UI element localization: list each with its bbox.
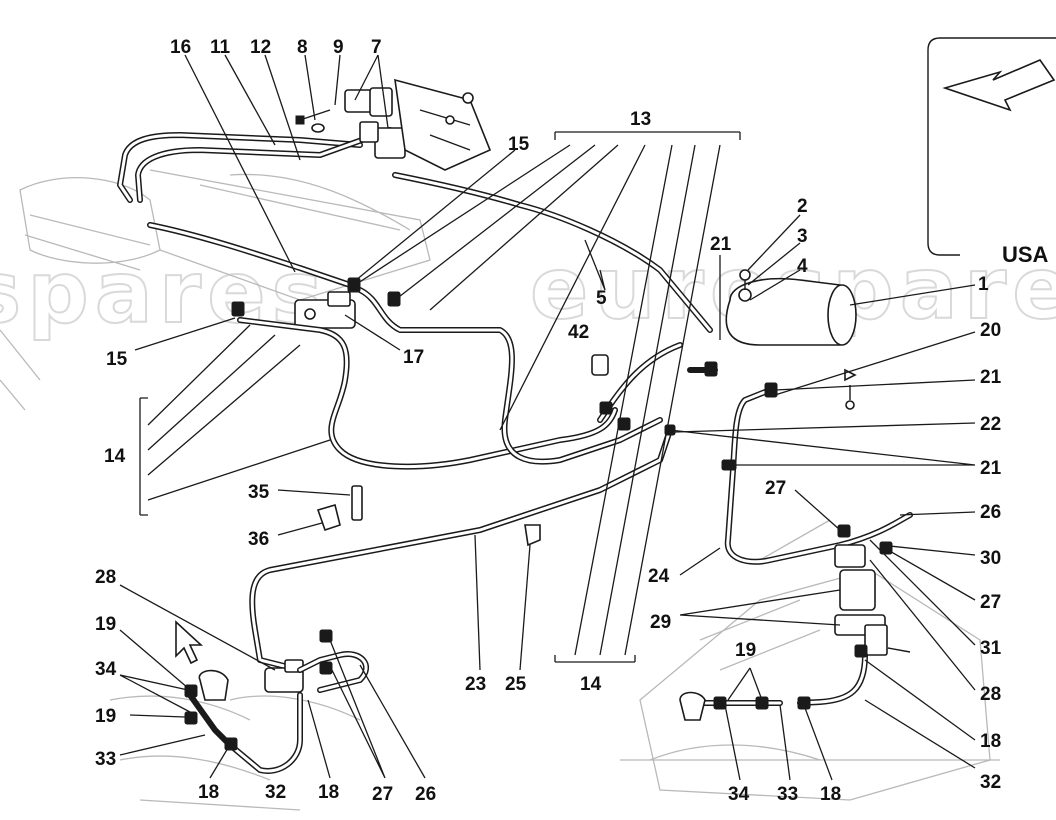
vapor-canister bbox=[725, 269, 857, 410]
callout-21-top: 21 bbox=[710, 234, 732, 255]
usa-inset: USA bbox=[927, 37, 1056, 267]
callout-12: 12 bbox=[250, 37, 271, 58]
purge-valve-block bbox=[294, 291, 356, 329]
callout-23: 23 bbox=[465, 674, 486, 695]
callout-24: 24 bbox=[648, 566, 670, 587]
callout-15-left: 15 bbox=[106, 349, 128, 370]
callout-18-right-mid: 18 bbox=[980, 731, 1001, 752]
callout-3: 3 bbox=[797, 226, 808, 247]
direction-arrow-icon bbox=[942, 59, 1056, 112]
usa-label: USA bbox=[1002, 242, 1049, 267]
callout-32-left: 32 bbox=[265, 782, 286, 803]
engine-outline bbox=[0, 169, 431, 411]
upper-pipe-bundle bbox=[117, 127, 713, 333]
callout-11: 11 bbox=[210, 37, 231, 58]
callout-13: 13 bbox=[630, 109, 651, 130]
callout-34-right: 34 bbox=[728, 784, 750, 805]
routing-hoses bbox=[237, 287, 683, 673]
callout-21-mid: 21 bbox=[980, 367, 1002, 388]
callout-labels: 16 11 12 8 9 7 13 15 2 3 4 1 21 5 42 20 … bbox=[95, 37, 1002, 805]
callout-17: 17 bbox=[403, 347, 424, 368]
callout-20: 20 bbox=[980, 320, 1001, 341]
callout-1: 1 bbox=[978, 274, 989, 295]
callout-14-bottom: 14 bbox=[580, 674, 602, 695]
gearbox-outline bbox=[620, 519, 1000, 801]
callout-4: 4 bbox=[797, 256, 808, 277]
callout-19-left-mid: 19 bbox=[95, 706, 116, 727]
callout-22: 22 bbox=[980, 414, 1001, 435]
callout-18-right-bottom: 18 bbox=[820, 784, 841, 805]
callout-27-bottom: 27 bbox=[372, 784, 393, 805]
callout-21-low: 21 bbox=[980, 458, 1002, 479]
callout-36: 36 bbox=[248, 529, 269, 550]
callout-15-top: 15 bbox=[508, 134, 530, 155]
callout-14-left: 14 bbox=[104, 446, 126, 467]
leader-lines bbox=[119, 54, 976, 781]
callout-2: 2 bbox=[797, 196, 808, 217]
callout-8: 8 bbox=[297, 37, 308, 58]
callout-19-left-top: 19 bbox=[95, 614, 116, 635]
callout-35: 35 bbox=[248, 482, 270, 503]
callout-30: 30 bbox=[980, 548, 1001, 569]
exhaust-outline bbox=[109, 695, 361, 811]
callout-26-bottom: 26 bbox=[415, 784, 436, 805]
callout-28-right: 28 bbox=[980, 684, 1001, 705]
callout-28-left: 28 bbox=[95, 567, 116, 588]
callout-33-left: 33 bbox=[95, 749, 116, 770]
callout-31: 31 bbox=[980, 638, 1002, 659]
callout-33-right: 33 bbox=[777, 784, 798, 805]
callout-18-left-a: 18 bbox=[318, 782, 339, 803]
callout-9: 9 bbox=[333, 37, 344, 58]
callout-25: 25 bbox=[505, 674, 527, 695]
callout-27-top: 27 bbox=[765, 478, 786, 499]
callout-5: 5 bbox=[596, 288, 607, 309]
callout-29: 29 bbox=[650, 612, 671, 633]
small-fittings bbox=[184, 277, 893, 751]
callout-42: 42 bbox=[568, 322, 589, 343]
solenoid-valve-group bbox=[295, 78, 492, 171]
callout-26-right: 26 bbox=[980, 502, 1001, 523]
callout-34-left: 34 bbox=[95, 659, 117, 680]
callout-18-left-b: 18 bbox=[198, 782, 219, 803]
callout-16: 16 bbox=[170, 37, 191, 58]
callout-7: 7 bbox=[371, 37, 382, 58]
callout-27-right: 27 bbox=[980, 592, 1001, 613]
mouse-cursor-icon bbox=[175, 620, 204, 665]
lower-left-valve bbox=[187, 651, 370, 774]
group-brackets bbox=[139, 131, 741, 663]
callout-19-right-top: 19 bbox=[735, 640, 756, 661]
callout-32-right: 32 bbox=[980, 772, 1001, 793]
lower-right-valve bbox=[679, 544, 911, 721]
